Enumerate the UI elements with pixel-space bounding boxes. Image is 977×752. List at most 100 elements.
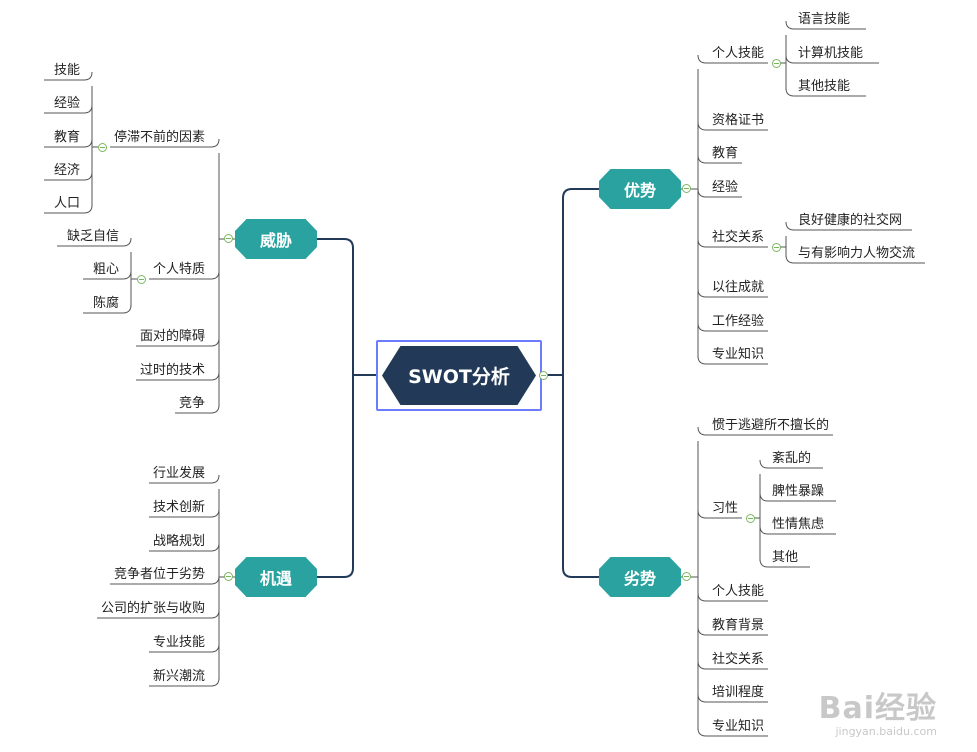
sub-branch-item[interactable]: 粗心 [92, 262, 119, 277]
branch-item[interactable]: 工作经验 [712, 314, 765, 329]
branch-line [136, 337, 220, 347]
branch-line [697, 188, 742, 198]
branch-item[interactable]: 公司的扩张与收购 [100, 601, 205, 616]
sub-branch-item[interactable]: 性情焦虑 [772, 517, 825, 532]
topic-strengths[interactable]: 优势 [599, 169, 681, 209]
collapse-toggle-icon[interactable] [98, 143, 107, 152]
central-topic[interactable]: SWOT分析 [382, 346, 536, 405]
branch-item[interactable]: 竞争 [178, 396, 205, 411]
branch-line [136, 371, 220, 381]
sub-branch-item[interactable]: 经验 [53, 96, 80, 111]
collapse-toggle-icon[interactable] [224, 572, 233, 581]
sub-branch-line [785, 20, 866, 30]
branch-item[interactable]: 习性 [712, 501, 739, 516]
branch-line [697, 509, 742, 519]
sub-branch-item[interactable]: 技能 [53, 63, 80, 78]
sub-branch-item[interactable]: 人口 [53, 196, 80, 211]
sub-branch-line [759, 525, 836, 535]
topic-weaknesses[interactable]: 劣势 [599, 557, 681, 597]
branch-line [697, 426, 833, 436]
branch-line [110, 575, 220, 585]
watermark-url: jingyan.baidu.com [835, 725, 937, 738]
branch-line [175, 404, 220, 414]
branch-item[interactable]: 行业发展 [152, 466, 205, 481]
branch-line [97, 609, 220, 619]
sub-branch-line [83, 304, 132, 314]
branch-line [697, 121, 768, 131]
sub-branch-item[interactable]: 其他技能 [798, 79, 851, 94]
central-topic-selection[interactable]: SWOT分析 [376, 340, 542, 411]
collapse-toggle-icon[interactable] [137, 275, 146, 284]
branch-item[interactable]: 专业技能 [152, 635, 205, 650]
sub-branch-line [785, 87, 866, 97]
collapse-toggle-icon[interactable] [682, 184, 691, 193]
branch-line [697, 238, 768, 248]
branch-item[interactable]: 新兴潮流 [152, 669, 205, 684]
watermark-brand: Bai经验 [818, 691, 937, 726]
collapse-toggle-icon[interactable] [682, 572, 691, 581]
branch-item[interactable]: 个人特质 [152, 262, 205, 277]
sub-branch-item[interactable]: 语言技能 [798, 12, 851, 27]
branch-item[interactable]: 教育背景 [712, 618, 765, 633]
branch-item[interactable]: 教育 [712, 146, 739, 161]
collapse-toggle-icon[interactable] [746, 514, 755, 523]
branch-item[interactable]: 资格证书 [712, 113, 765, 128]
sub-branch-item[interactable]: 良好健康的社交网 [798, 213, 903, 228]
branch-line [697, 154, 742, 164]
topic-opportunities[interactable]: 机遇 [235, 557, 317, 597]
branch-item[interactable]: 竞争者位于劣势 [113, 567, 205, 582]
sub-branch-line [759, 492, 836, 502]
collapse-toggle-icon[interactable] [772, 59, 781, 68]
collapse-toggle-icon[interactable] [539, 371, 548, 380]
branch-item[interactable]: 战略规划 [152, 534, 205, 549]
branch-line [697, 626, 768, 636]
branch-item[interactable]: 个人技能 [712, 584, 765, 599]
branch-item[interactable]: 以往成就 [712, 280, 765, 295]
sub-branch-item[interactable]: 计算机技能 [798, 46, 864, 61]
sub-branch-item[interactable]: 教育 [53, 130, 80, 145]
sub-branch-line [44, 71, 93, 81]
branch-item[interactable]: 经验 [712, 180, 739, 195]
branch-line [697, 727, 768, 737]
branch-item[interactable]: 个人技能 [712, 46, 765, 61]
trunk-line [317, 375, 354, 578]
sub-branch-line [759, 558, 810, 568]
branch-item[interactable]: 面对的障碍 [139, 329, 205, 344]
branch-item[interactable]: 社交关系 [712, 652, 765, 667]
sub-branch-line [785, 54, 879, 64]
branch-line [149, 474, 220, 484]
sub-branch-item[interactable]: 其他 [772, 550, 799, 565]
sub-branch-item[interactable]: 陈腐 [92, 296, 119, 311]
sub-branch-line [785, 221, 912, 231]
sub-branch-line [83, 270, 132, 280]
branch-line [697, 592, 768, 602]
collapse-toggle-icon[interactable] [224, 234, 233, 243]
sub-branch-item[interactable]: 紊乱的 [772, 451, 812, 466]
sub-branch-item[interactable]: 缺乏自信 [66, 229, 119, 244]
sub-branch-item[interactable]: 与有影响力人物交流 [798, 246, 916, 261]
branch-item[interactable]: 技术创新 [152, 500, 205, 515]
sub-branch-line [44, 204, 93, 214]
topic-threats[interactable]: 威胁 [235, 219, 317, 259]
trunk-line [562, 375, 599, 578]
sub-branch-line [44, 138, 93, 148]
sub-branch-line [44, 104, 93, 114]
branch-item[interactable]: 过时的技术 [139, 363, 205, 378]
branch-line [149, 677, 220, 687]
branch-line [110, 138, 220, 148]
sub-branch-item[interactable]: 脾性暴躁 [772, 484, 825, 499]
branch-line [697, 288, 768, 298]
branch-item[interactable]: 专业知识 [712, 347, 765, 362]
collapse-toggle-icon[interactable] [772, 243, 781, 252]
branch-item[interactable]: 培训程度 [712, 685, 765, 700]
branch-item[interactable]: 社交关系 [712, 230, 765, 245]
branch-line [149, 542, 220, 552]
branch-item[interactable]: 惯于逃避所不擅长的 [712, 418, 830, 433]
sub-branch-item[interactable]: 经济 [53, 163, 80, 178]
branch-item[interactable]: 专业知识 [712, 719, 765, 734]
watermark: Bai经验 jingyan.baidu.com [819, 683, 937, 738]
branch-item[interactable]: 停滞不前的因素 [113, 130, 205, 145]
branch-line [697, 54, 768, 64]
